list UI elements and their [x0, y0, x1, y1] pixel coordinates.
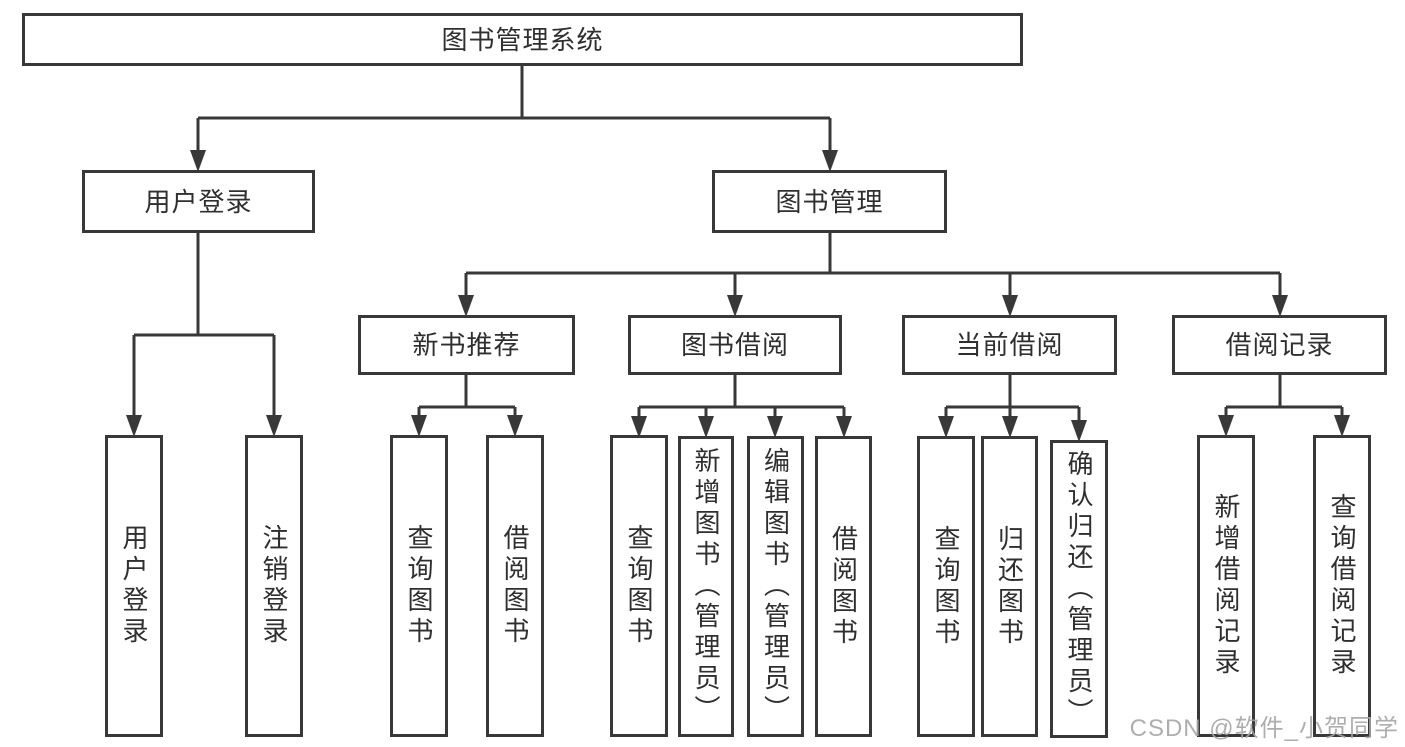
node-user-login-group: 用户登录: [82, 170, 315, 233]
leaf-nbr-borrow-books: 借阅图书: [486, 435, 544, 737]
connector-book-management: [464, 233, 1282, 311]
node-book-borrow: 图书借阅: [628, 315, 842, 375]
connector-root: [196, 64, 832, 166]
connector-user-login: [132, 233, 276, 431]
connector-book-borrow: [637, 375, 846, 432]
leaf-cb-confirm-return-admin: 确认归还（管理员）: [1050, 440, 1108, 738]
node-new-book-recommend: 新书推荐: [358, 315, 575, 375]
leaf-logout: 注销登录: [245, 435, 303, 737]
arrowheads: [126, 150, 1350, 442]
leaf-bb-edit-books-admin: 编辑图书（管理员）: [747, 436, 804, 737]
watermark: CSDN @软件_小贺同学: [1129, 715, 1399, 742]
leaf-bb-add-books-admin: 新增图书（管理员）: [678, 436, 734, 737]
node-borrow-records: 借阅记录: [1172, 315, 1387, 375]
leaf-nbr-query-books: 查询图书: [390, 435, 448, 737]
leaf-br-query-record: 查询借阅记录: [1313, 435, 1371, 737]
connector-new-book-recommend: [417, 375, 517, 431]
node-book-management-group: 图书管理: [712, 170, 947, 233]
leaf-user-login: 用户登录: [105, 435, 163, 737]
leaf-bb-query-books: 查询图书: [610, 435, 668, 737]
leaf-br-add-record: 新增借阅记录: [1197, 435, 1255, 737]
leaf-bb-borrow-books: 借阅图书: [815, 436, 872, 737]
leaf-cb-query-books: 查询图书: [917, 436, 975, 737]
node-current-borrow: 当前借阅: [902, 315, 1117, 375]
connector-borrow-records: [1224, 375, 1344, 431]
leaf-cb-return-books: 归还图书: [981, 436, 1038, 737]
node-library-management-system: 图书管理系统: [22, 13, 1023, 66]
